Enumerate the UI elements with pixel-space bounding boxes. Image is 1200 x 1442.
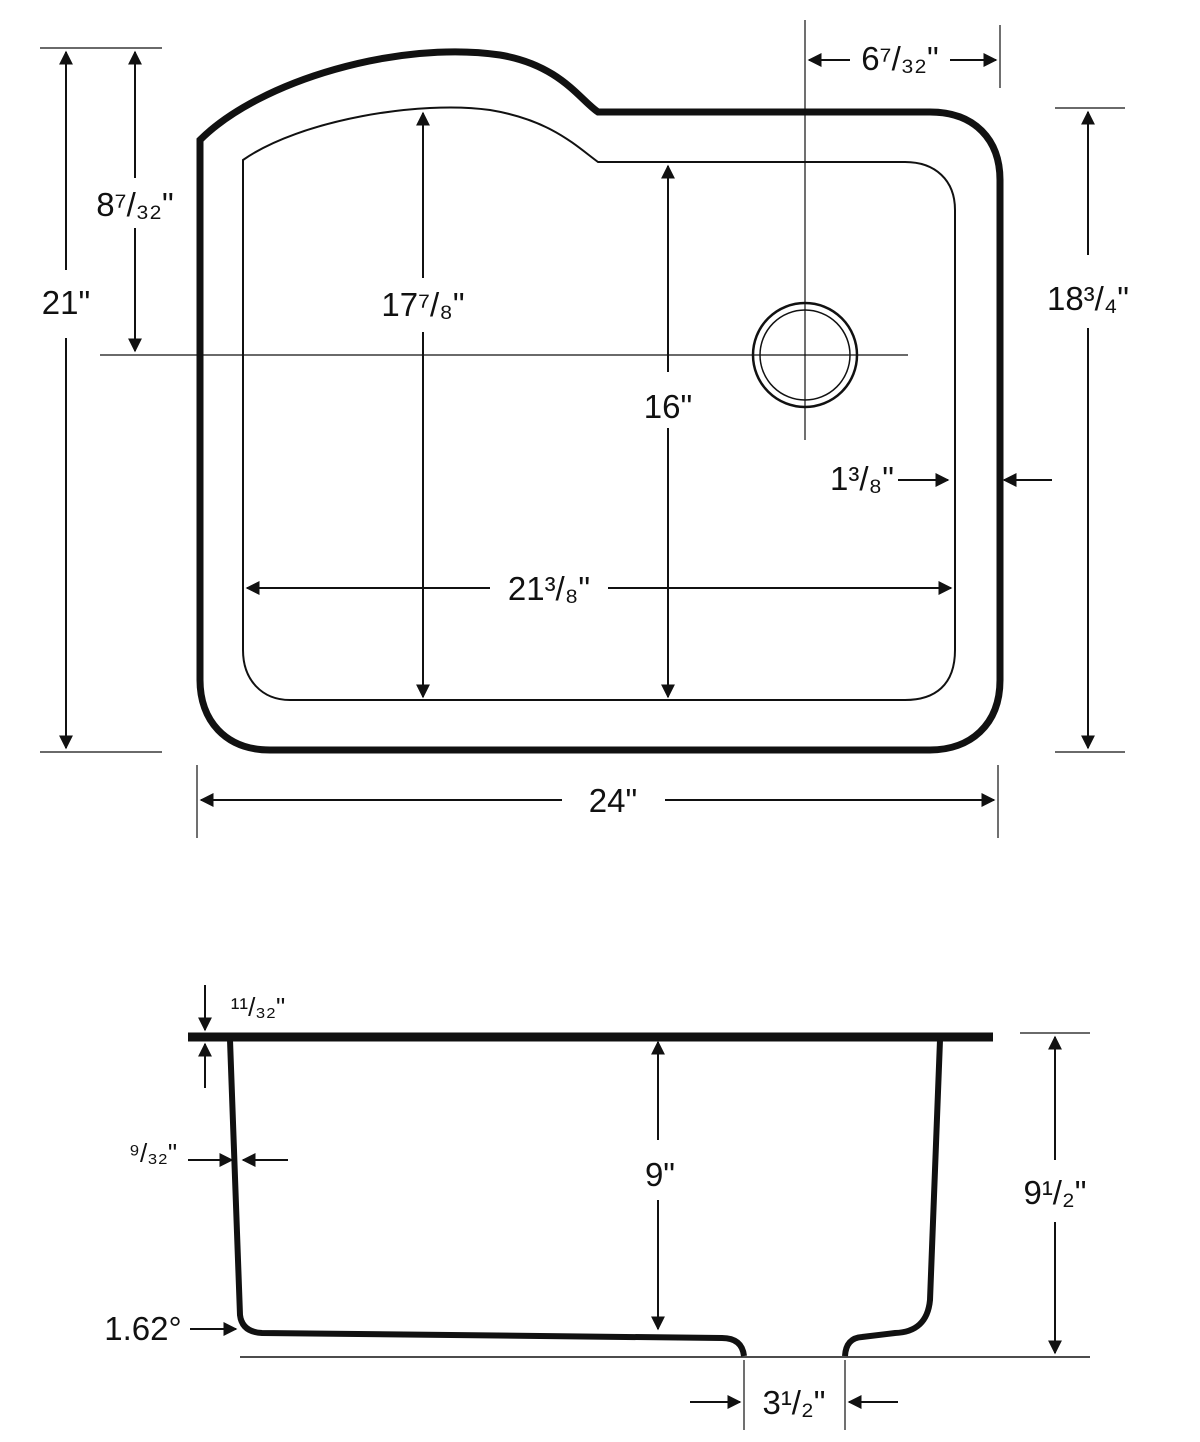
drain-offset-right-label: 6⁷/₃₂" [861, 40, 938, 77]
inner-width-label: 21³/₈" [508, 570, 590, 607]
drain-offset-top-label: 8⁷/₃₂" [96, 186, 173, 223]
right-height-label: 18³/₄" [1047, 280, 1129, 317]
bowl-depth-left-label: 17⁷/₈" [381, 286, 464, 323]
sink-profile-right [842, 1039, 943, 1357]
flange-thickness-label: ¹¹/₃₂" [231, 992, 285, 1022]
rim-width-label: 1³/₈" [830, 460, 894, 497]
wall-thickness-label: ⁹/₃₂" [129, 1138, 177, 1168]
overall-height-label: 21" [42, 284, 90, 321]
wall-angle-label: 1.62° [104, 1310, 181, 1347]
overall-depth-label: 9¹/₂" [1023, 1174, 1086, 1211]
bowl-depth-right-label: 16" [644, 388, 692, 425]
top-view: 21" 8⁷/₃₂" 17⁷/₈" 16" 6⁷/₃₂" 18³/₄" 1³/₈… [40, 20, 1129, 838]
sink-outer-outline [196, 48, 1004, 754]
side-view: ¹¹/₃₂" ⁹/₃₂" 9" 9¹/₂" 1.62° 3¹/₂" [104, 985, 1090, 1430]
drain-opening-label: 3¹/₂" [762, 1384, 825, 1421]
overall-width-label: 24" [589, 782, 637, 819]
inner-depth-label: 9" [645, 1156, 675, 1193]
sink-inner-outline [242, 106, 956, 701]
sink-profile-left [227, 1039, 747, 1357]
